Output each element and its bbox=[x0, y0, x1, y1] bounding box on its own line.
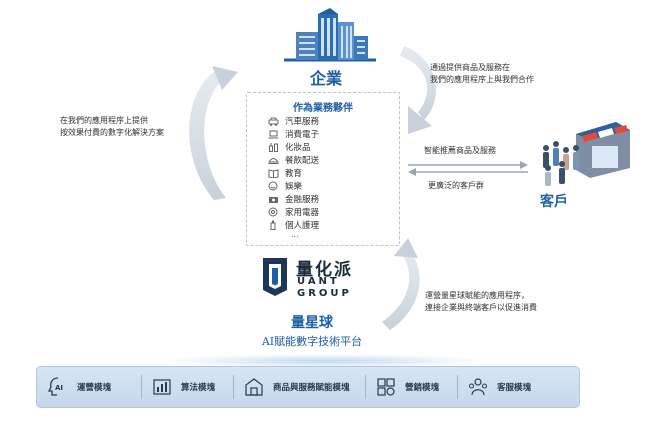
partner-item-label: 金融服務 bbox=[285, 195, 320, 205]
partner-item-label: 教育 bbox=[285, 169, 303, 179]
platform-name: 量星球 bbox=[291, 315, 333, 331]
partner-item-label: 個人護理 bbox=[285, 221, 320, 231]
laptop-icon bbox=[267, 129, 279, 139]
logo-english-line-1: UANT bbox=[297, 276, 340, 287]
svg-text:AI: AI bbox=[55, 384, 63, 392]
module-operations: AI 運營模塊 bbox=[37, 367, 141, 407]
push-label: 智能推薦商品及服務 bbox=[424, 146, 496, 155]
logo-english-line-2: GROUP bbox=[297, 288, 352, 299]
partner-title: 作為業務夥伴 bbox=[293, 103, 353, 114]
module-label: 運營模塊 bbox=[77, 383, 112, 393]
partner-item-cosmetics: 化妝品 bbox=[267, 141, 311, 153]
cosmetics-icon bbox=[267, 142, 279, 152]
note-left: 在我們的應用程序上提供 按效果付費的數字化解決方案 bbox=[60, 115, 164, 139]
note-left-line-1: 在我們的應用程序上提供 bbox=[60, 116, 148, 125]
smile-icon bbox=[267, 181, 279, 191]
car-icon bbox=[267, 116, 279, 126]
note-bottom-right-line-1: 運營量星球賦能的應用程序， bbox=[425, 291, 529, 300]
push-arrow bbox=[408, 161, 528, 169]
platform-glow bbox=[160, 354, 490, 368]
module-label: 算法模塊 bbox=[181, 383, 216, 393]
bottom-right-curved-arrow bbox=[382, 238, 420, 330]
module-marketing: 營銷模塊 bbox=[365, 367, 457, 407]
partner-item-label: 家用電器 bbox=[285, 208, 320, 218]
partner-item-label: 化妝品 bbox=[285, 143, 311, 153]
partner-box: 作為業務夥伴 汽車服務 消費電子 化妝品 餐飲配送 教育 娛樂 金融服務 家用電… bbox=[246, 92, 400, 246]
quant-group-logo-icon bbox=[263, 258, 287, 296]
enterprise-building-icon bbox=[284, 8, 376, 62]
note-top-right-line-2: 我們的應用程序上與我們合作 bbox=[430, 75, 534, 84]
partner-item-food: 餐飲配送 bbox=[267, 154, 319, 166]
bar-chart-icon bbox=[151, 376, 173, 398]
personal-care-icon bbox=[267, 220, 279, 230]
note-left-line-2: 按效果付費的數字化解決方案 bbox=[60, 128, 164, 137]
food-delivery-icon bbox=[267, 155, 279, 165]
partner-item-label: 汽車服務 bbox=[285, 117, 320, 127]
top-right-curved-arrow bbox=[400, 46, 436, 134]
partner-item-education: 教育 bbox=[267, 167, 302, 179]
partner-item-label: 消費電子 bbox=[285, 130, 320, 140]
people-icon bbox=[467, 376, 489, 398]
module-label: 客服模塊 bbox=[497, 383, 532, 393]
enterprise-title: 企業 bbox=[309, 69, 342, 88]
partner-item-car: 汽車服務 bbox=[267, 115, 319, 127]
store-icon bbox=[243, 376, 265, 398]
module-customer-service: 客服模塊 bbox=[457, 367, 577, 407]
logo-chinese-name: 量化派 bbox=[296, 260, 353, 280]
customers-store-icon bbox=[543, 122, 630, 186]
partner-item-finance: 金融服務 bbox=[267, 193, 319, 205]
marketing-grid-icon bbox=[375, 376, 397, 398]
note-top-right: 通過提供商品及服務在 我們的應用程序上與我們合作 bbox=[430, 62, 534, 86]
module-label: 營銷模塊 bbox=[405, 383, 440, 393]
module-bar: AI 運營模塊 算法模塊 商品與服務賦能模塊 營銷模塊 客服模塊 bbox=[36, 366, 580, 408]
note-top-right-line-1: 通過提供商品及服務在 bbox=[430, 63, 510, 72]
partner-item-label: 娛樂 bbox=[285, 182, 303, 192]
partner-more: ... bbox=[291, 230, 299, 239]
partner-item-appliance: 家用電器 bbox=[267, 206, 319, 218]
book-icon bbox=[267, 168, 279, 178]
wider-customer-label: 更廣泛的客戶群 bbox=[428, 181, 484, 190]
wallet-icon bbox=[267, 194, 279, 204]
platform-subtitle: AI賦能數字技術平台 bbox=[261, 335, 363, 348]
note-bottom-right-line-2: 連接企業與終端客戶以促進消費 bbox=[425, 303, 537, 312]
partner-item-electronics: 消費電子 bbox=[267, 128, 319, 140]
customers-title: 客戶 bbox=[540, 194, 568, 210]
partner-item-entertainment: 娛樂 bbox=[267, 180, 302, 192]
ai-icon: AI bbox=[47, 376, 69, 398]
partner-item-personal-care: 個人護理 bbox=[267, 219, 319, 231]
note-bottom-right: 運營量星球賦能的應用程序， 連接企業與終端客戶以促進消費 bbox=[425, 290, 537, 314]
module-label: 商品與服務賦能模塊 bbox=[273, 383, 350, 393]
module-product-service: 商品與服務賦能模塊 bbox=[233, 367, 365, 407]
module-algorithm: 算法模塊 bbox=[141, 367, 233, 407]
left-curved-arrow bbox=[189, 66, 238, 200]
return-arrow bbox=[408, 168, 528, 176]
partner-item-label: 餐飲配送 bbox=[285, 156, 320, 166]
home-appliance-icon bbox=[267, 207, 279, 217]
